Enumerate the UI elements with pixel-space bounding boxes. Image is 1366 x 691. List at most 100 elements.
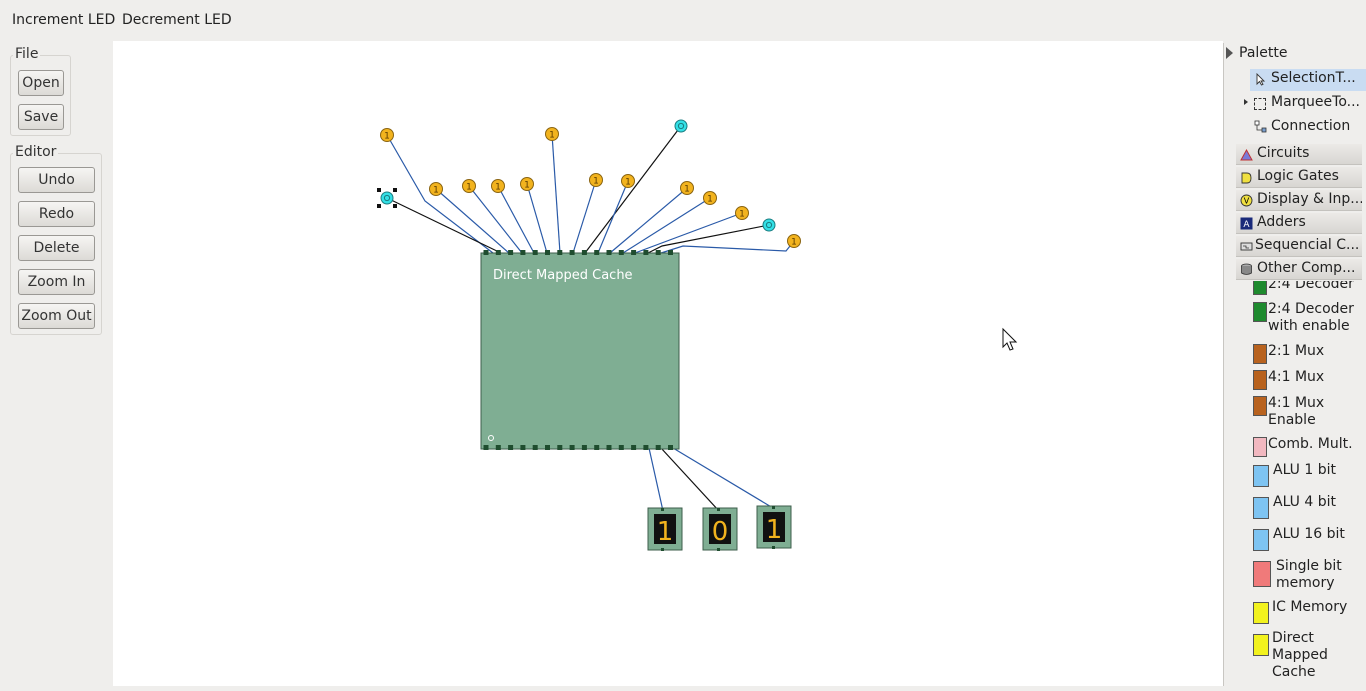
component-label: 4:1 Mux <box>1268 369 1325 385</box>
cache-pin <box>569 250 575 255</box>
component-label: ALU 4 bit <box>1273 494 1336 510</box>
cache-pin <box>643 250 649 255</box>
component-label: Direct <box>1272 630 1314 646</box>
mux-icon <box>1253 344 1267 364</box>
cache-pin <box>594 445 600 450</box>
cache-pin <box>569 445 575 450</box>
cache-pin <box>495 250 501 255</box>
redo-button[interactable]: Redo <box>18 201 95 227</box>
wire <box>609 187 688 254</box>
toggle-input[interactable]: 1 <box>380 128 394 142</box>
section-other-components[interactable]: Other Comp... <box>1236 259 1362 280</box>
svg-text:V: V <box>1244 197 1250 206</box>
toggle-input[interactable]: 1 <box>545 127 559 141</box>
toggle-input[interactable]: 1 <box>735 206 749 220</box>
clock-input-selected[interactable] <box>377 188 397 208</box>
cache-pin <box>557 250 563 255</box>
toggle-input-value: 1 <box>593 177 599 187</box>
seven-segment-display[interactable]: 1 <box>756 505 792 549</box>
cache-pin <box>545 250 550 255</box>
mux-icon <box>1253 370 1267 390</box>
component-label: 2:1 Mux <box>1268 343 1325 359</box>
component-label: Enable <box>1268 412 1316 428</box>
tool-selection[interactable]: SelectionT... <box>1250 69 1366 91</box>
wire <box>622 197 711 254</box>
expand-triangle-icon[interactable] <box>1244 99 1248 105</box>
file-group <box>10 55 71 136</box>
toggle-input[interactable]: 1 <box>429 182 443 196</box>
increment-led-menu[interactable]: Increment LED <box>12 12 116 28</box>
section-sequential[interactable]: Sequencial C... <box>1236 236 1362 257</box>
wire <box>435 188 510 254</box>
cache-pin <box>532 250 538 255</box>
cache-pin <box>594 250 600 255</box>
cache-pin <box>508 250 514 255</box>
seven-segment-display[interactable]: 1 <box>647 507 683 551</box>
cache-pin <box>495 445 501 450</box>
toggle-input[interactable]: 1 <box>621 174 635 188</box>
zoom-in-button[interactable]: Zoom In <box>18 269 95 295</box>
wire <box>597 180 629 254</box>
section-adders-label: Adders <box>1257 214 1306 230</box>
direct-mapped-cache[interactable]: Direct Mapped Cache <box>480 250 680 450</box>
editor-group-title: Editor <box>13 144 59 160</box>
clock-input[interactable] <box>762 218 776 232</box>
section-display-input[interactable]: V Display & Inp... <box>1236 190 1362 211</box>
wire <box>526 183 548 254</box>
toggle-input-value: 1 <box>433 186 439 196</box>
cache-pin <box>643 445 649 450</box>
zoom-out-button[interactable]: Zoom Out <box>18 303 95 329</box>
component-label: ALU 1 bit <box>1273 462 1336 478</box>
cache-pin <box>483 445 489 450</box>
palette-panel: Palette SelectionT... MarqueeTo... Conne… <box>1223 43 1366 686</box>
toggle-input[interactable]: 1 <box>703 191 717 205</box>
wire <box>468 185 523 254</box>
toggle-input[interactable]: 1 <box>589 173 603 187</box>
tool-marquee[interactable]: MarqueeTo... <box>1242 93 1366 115</box>
component-label: 2:4 Decoder <box>1268 301 1354 317</box>
section-logic-gates[interactable]: Logic Gates <box>1236 167 1362 188</box>
sequential-icon <box>1240 242 1253 251</box>
section-circuits-label: Circuits <box>1257 145 1310 161</box>
wire <box>634 212 743 254</box>
component-label: 4:1 Mux <box>1268 395 1325 411</box>
alu-icon <box>1253 497 1269 519</box>
section-adders[interactable]: A Adders <box>1236 213 1362 234</box>
save-button[interactable]: Save <box>18 104 64 130</box>
open-button[interactable]: Open <box>18 70 64 96</box>
section-display-input-label: Display & Inp... <box>1257 191 1362 207</box>
decrement-led-menu[interactable]: Decrement LED <box>122 12 232 28</box>
display-input-icon: V <box>1240 194 1253 207</box>
expand-triangle-icon[interactable] <box>1226 47 1233 59</box>
section-circuits[interactable]: Circuits <box>1236 144 1362 165</box>
clock-input[interactable] <box>674 119 688 133</box>
decoder-icon <box>1253 302 1267 322</box>
tool-selection-label: SelectionT... <box>1271 70 1356 86</box>
cache-pin <box>668 250 673 255</box>
undo-button[interactable]: Undo <box>18 167 95 193</box>
display-digit: 1 <box>657 517 674 547</box>
adder-icon: A <box>1240 217 1253 230</box>
seven-segment-display[interactable]: 0 <box>702 507 738 551</box>
toggle-input[interactable]: 1 <box>520 177 534 191</box>
cache-pin <box>606 445 612 450</box>
toggle-input[interactable]: 1 <box>680 181 694 195</box>
logic-gate-icon <box>1241 172 1252 184</box>
toggle-input[interactable]: 1 <box>462 179 476 193</box>
cache-pin <box>618 250 624 255</box>
tool-connection[interactable]: Connection <box>1250 117 1366 139</box>
delete-button[interactable]: Delete <box>18 235 95 261</box>
toggle-input[interactable]: 1 <box>491 179 505 193</box>
cache-pin <box>532 445 538 450</box>
cache-pin <box>631 250 637 255</box>
cache-pin <box>520 250 526 255</box>
cache-pin <box>581 445 587 450</box>
component-label: ALU 16 bit <box>1273 526 1345 542</box>
section-sequential-label: Sequencial C... <box>1255 237 1360 253</box>
mouse-cursor-icon <box>1002 327 1018 351</box>
marquee-icon <box>1254 98 1266 110</box>
toggle-input[interactable]: 1 <box>787 234 801 248</box>
component-label: IC Memory <box>1272 599 1348 615</box>
component-list: 2:4 Decoder 2:4 Decoder with enable 2:1 … <box>1224 281 1366 686</box>
